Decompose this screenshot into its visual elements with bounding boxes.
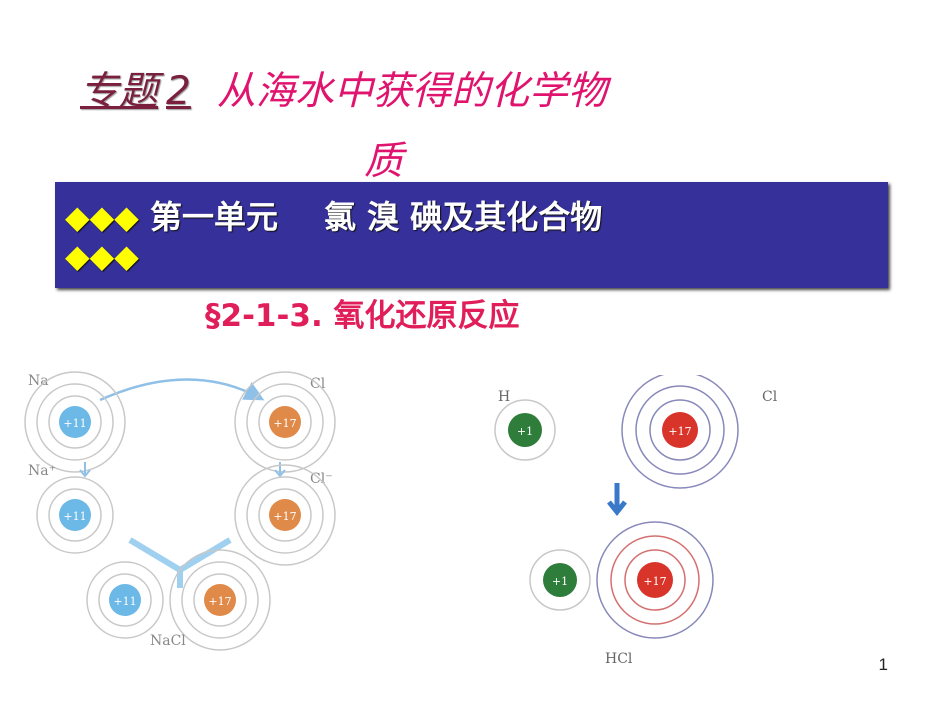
unit-banner-row-1: ◆◆◆ 第一单元 氯 溴 碘及其化合物 (65, 192, 602, 238)
label-nacl: NaCl (150, 633, 186, 649)
diamonds-icon: ◆◆◆ (65, 198, 139, 236)
electron-transfer-arrow (99, 378, 265, 402)
hcl-molecule: +1 +17 (529, 521, 714, 639)
svg-text:+11: +11 (113, 595, 136, 608)
label-na: Na (28, 373, 49, 389)
label-hcl: HCl (605, 651, 633, 667)
cl-ion: +17 (234, 464, 336, 566)
nacl-ions: +11 +17 (86, 549, 271, 651)
h-atom: +1 (494, 399, 556, 461)
unit-banner-row-2: ◆◆◆ (65, 237, 139, 275)
unit-banner: ◆◆◆ 第一单元 氯 溴 碘及其化合物 ◆◆◆ (55, 182, 888, 288)
title-line-2: 质 (364, 139, 404, 184)
label-h: H (498, 389, 510, 405)
hcl-formation-diagram: H Cl +1 +17 +1 +17 HCl (494, 375, 778, 667)
label-na-ion: Na⁺ (28, 463, 56, 479)
na-ion: +11 (36, 476, 114, 554)
merge-arrow (128, 537, 232, 588)
svg-text:+17: +17 (208, 595, 231, 608)
svg-text:+17: +17 (643, 575, 666, 588)
diamonds-icon-2: ◆◆◆ (65, 237, 139, 275)
h-charge: +1 (517, 425, 533, 438)
section-subtitle: §2-1-3. 氧化还原反应 (205, 298, 520, 334)
label-cl-right: Cl (762, 389, 778, 405)
na-atom: +11 (24, 371, 126, 473)
unit-topic: 氯 溴 碘及其化合物 (323, 198, 603, 236)
nacl-formation-diagram: Na Cl +11 +17 Na⁺ Cl⁻ +11 +17 (24, 371, 336, 651)
down-arrow (607, 483, 627, 517)
svg-text:+17: +17 (273, 510, 296, 523)
cl-charge: +17 (273, 417, 296, 430)
na-charge: +11 (63, 417, 86, 430)
page-number: 1 (878, 655, 888, 674)
cl-atom-right: +17 (621, 375, 739, 489)
title-number: 2 (166, 69, 191, 114)
svg-text:+11: +11 (63, 510, 86, 523)
unit-label: 第一单元 (149, 198, 278, 236)
title-main: 从海水中获得的化学物 (216, 69, 607, 114)
title-topic: 专题 (80, 69, 159, 114)
cl-atom: +17 (234, 371, 336, 473)
cl-charge-right: +17 (668, 425, 691, 438)
svg-text:+1: +1 (552, 575, 568, 588)
